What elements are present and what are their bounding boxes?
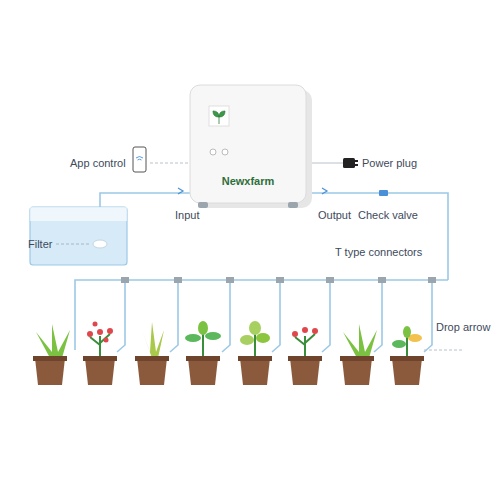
part-label: App control: [70, 157, 126, 170]
brand-text: Newxfarm: [190, 175, 306, 187]
device-box: Newxfarm: [190, 85, 306, 203]
part-label: Filter: [28, 238, 52, 251]
part-label: T type connectors: [335, 246, 422, 259]
part-label: Input: [175, 209, 199, 222]
part-label: Drop arrow: [436, 321, 490, 334]
part-label: Check valve: [358, 209, 418, 222]
part-label: Power plug: [362, 157, 417, 170]
part-label: Output: [318, 209, 351, 222]
